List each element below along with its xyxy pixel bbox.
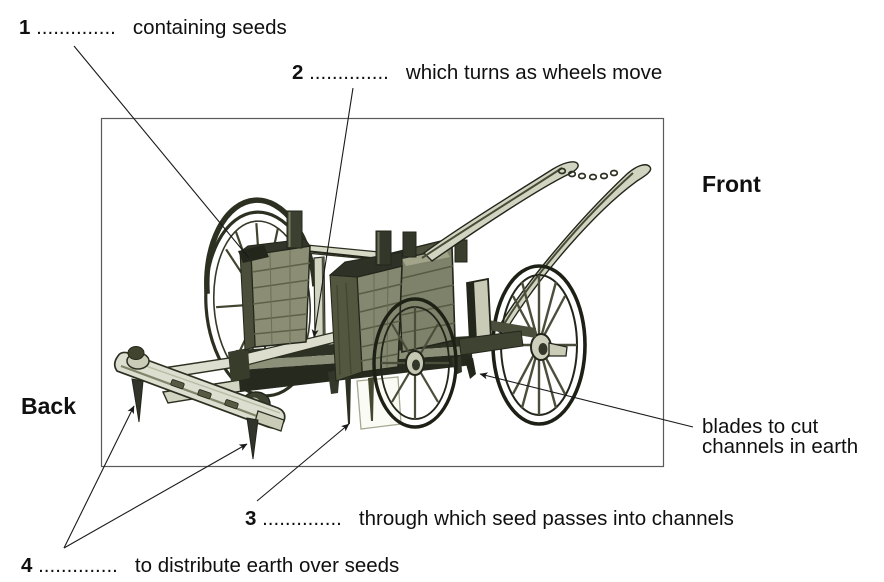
svg-text:Front: Front: [702, 171, 761, 197]
svg-text:1 .............. containing: 1 .............. containing seeds: [19, 16, 287, 39]
svg-text:blades to cut: blades to cut: [702, 415, 819, 438]
svg-text:Back: Back: [21, 393, 76, 419]
svg-text:channels in earth: channels in earth: [702, 435, 858, 458]
svg-text:4 .............. to distribu: 4 .............. to distribute earth ove…: [21, 554, 399, 577]
svg-text:3 .............. through whi: 3 .............. through which seed pass…: [245, 507, 734, 530]
svg-text:2 .............. which turns: 2 .............. which turns as wheels m…: [292, 61, 662, 84]
